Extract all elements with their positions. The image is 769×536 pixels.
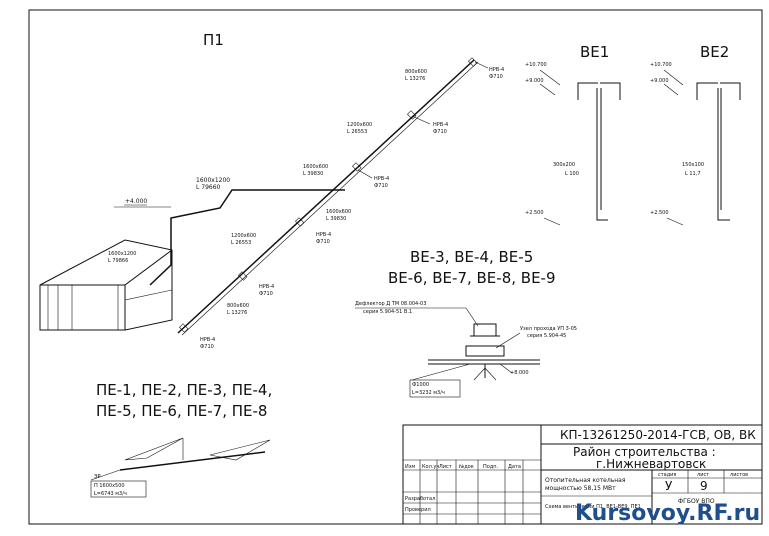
lower-seg-3-len: L 13276: [227, 310, 247, 316]
title-block: [402, 424, 763, 525]
p1-seg-size: 1600x1200: [196, 177, 230, 184]
stage-value: У: [665, 479, 673, 493]
be2-bottom: +2.500: [650, 210, 669, 216]
lower-grille-1: НРВ-4: [316, 232, 331, 238]
pe-group-line-1: ПЕ-1, ПЕ-2, ПЕ-3, ПЕ-4,: [96, 381, 272, 399]
fan-dia: Ф1000: [412, 382, 429, 388]
fan-node: Узел прохода УП 3-05: [520, 326, 577, 332]
sheet-header: лист: [697, 472, 709, 478]
lower-grille-3: НРВ-4: [200, 337, 215, 343]
lower-grille-2: НРВ-4: [259, 284, 274, 290]
region-line-2: г.Нижневартовск: [596, 457, 706, 471]
be-group-line-1: ВЕ-3, ВЕ-4, ВЕ-5: [410, 248, 533, 266]
lower-dia-1: Ф710: [316, 239, 330, 245]
pe-info-box: [90, 480, 147, 498]
upper-grille-2: НРВ-4: [433, 122, 448, 128]
doc-code: КП-13261250-2014-ГСВ, ОВ, ВК: [560, 428, 756, 442]
p1-lower-labels: 1600x600 L 39830 НРВ-4 Ф710 1200x600 L 2…: [200, 209, 351, 350]
p1-seg-len: L 79660: [196, 184, 221, 191]
be2-len: L 11,7: [685, 171, 701, 177]
fan-level: +8.000: [510, 370, 529, 376]
pe-flow: L=6743 м3/ч: [94, 491, 127, 497]
p1-title: П1: [203, 31, 224, 49]
lower-dia-3: Ф710: [200, 344, 214, 350]
region-line-1: Район строительства :: [573, 445, 716, 459]
pe-duct: [90, 437, 271, 481]
be1-top1: +10.700: [525, 62, 547, 68]
be2-top1: +10.700: [650, 62, 672, 68]
lower-seg-1-size: 1600x600: [326, 209, 351, 215]
unit-len: L 79866: [108, 258, 128, 264]
upper-seg-3-size: 1600x600: [303, 164, 328, 170]
be1-bottom: +2.500: [525, 210, 544, 216]
upper-dia-3: Ф710: [374, 183, 388, 189]
fan-deflector: Дефлектор Д ТМ 08.004-03: [355, 301, 426, 307]
sheet-value: 9: [700, 479, 708, 493]
tb-header-1: Кол.уч: [422, 464, 439, 470]
be-group-line-2: ВЕ-6, ВЕ-7, ВЕ-8, ВЕ-9: [388, 269, 556, 287]
upper-grille-1: НРВ-4: [489, 67, 504, 73]
be2-top2: +9.000: [650, 78, 669, 84]
upper-seg-1-size: 800x600: [405, 69, 427, 75]
p1-main-duct: [177, 59, 479, 336]
upper-dia-1: Ф710: [489, 74, 503, 80]
organization: ФГБОУ ВПО: [678, 498, 715, 505]
sheets-header: листов: [730, 472, 748, 478]
fan-node-series: серия 5.904-45: [527, 333, 566, 339]
upper-seg-2-size: 1200x600: [347, 122, 372, 128]
be1-top2: +9.000: [525, 78, 544, 84]
lower-seg-3-size: 800x600: [227, 303, 249, 309]
fan-deflector-series: серия 5.904-51 В.1: [363, 309, 412, 315]
tb-role-1: Проверил: [405, 507, 431, 513]
object-line-2: мощностью 58,15 МВт: [545, 485, 616, 492]
p1-supply-branch: [114, 189, 345, 286]
be1-size: 300x200: [553, 162, 575, 168]
be1-title: ВЕ1: [580, 43, 609, 61]
watermark-logo: Kursovoy.RF.ru: [575, 501, 760, 526]
air-handling-unit: [39, 239, 173, 331]
lower-seg-2-size: 1200x600: [231, 233, 256, 239]
upper-seg-3-len: L 39830: [303, 171, 323, 177]
upper-seg-2-len: L 26553: [347, 129, 367, 135]
tb-header-3: №док: [459, 464, 474, 470]
tb-header-4: Подп.: [483, 464, 499, 470]
tb-header-0: Изм: [405, 464, 415, 470]
p1-elevation: +4.000: [125, 198, 147, 205]
tb-header-5: Дата: [508, 464, 521, 470]
pe-size: П 1600х500: [94, 483, 125, 489]
lower-dia-2: Ф710: [259, 291, 273, 297]
tb-header-2: Лист: [439, 464, 452, 470]
lower-seg-1-len: L 39830: [326, 216, 346, 222]
sheet-description: Схема вентиляции П1, ВЕ1-ВЕ9, ПЕ1: [545, 504, 641, 510]
fan-info-box: [409, 379, 461, 398]
p1-upper-labels: 800x600 L 13276 НРВ-4 Ф710 1200x600 L 26…: [303, 61, 504, 189]
tb-role-0: Разработал: [405, 496, 435, 502]
be2-title: ВЕ2: [700, 43, 729, 61]
be2-size: 150x100: [682, 162, 704, 168]
upper-grille-3: НРВ-4: [374, 176, 389, 182]
sheet-frame: [28, 9, 763, 525]
be1-riser: [539, 69, 621, 226]
roof-fan: [355, 307, 540, 381]
unit-size: 1600x1200: [108, 251, 136, 257]
fan-flow: L=3232 м3/ч: [412, 390, 445, 396]
stage-header: стадия: [658, 472, 676, 478]
pe-label: ЭР: [94, 474, 101, 480]
be2-riser: [663, 69, 741, 226]
upper-seg-1-len: L 13276: [405, 76, 425, 82]
upper-dia-2: Ф710: [433, 129, 447, 135]
lower-seg-2-len: L 26553: [231, 240, 251, 246]
pe-group-line-2: ПЕ-5, ПЕ-6, ПЕ-7, ПЕ-8: [96, 402, 267, 420]
object-line-1: Отопительная котельная: [545, 477, 626, 484]
grille-symbols: [179, 57, 478, 333]
be1-len: L 100: [565, 171, 579, 177]
